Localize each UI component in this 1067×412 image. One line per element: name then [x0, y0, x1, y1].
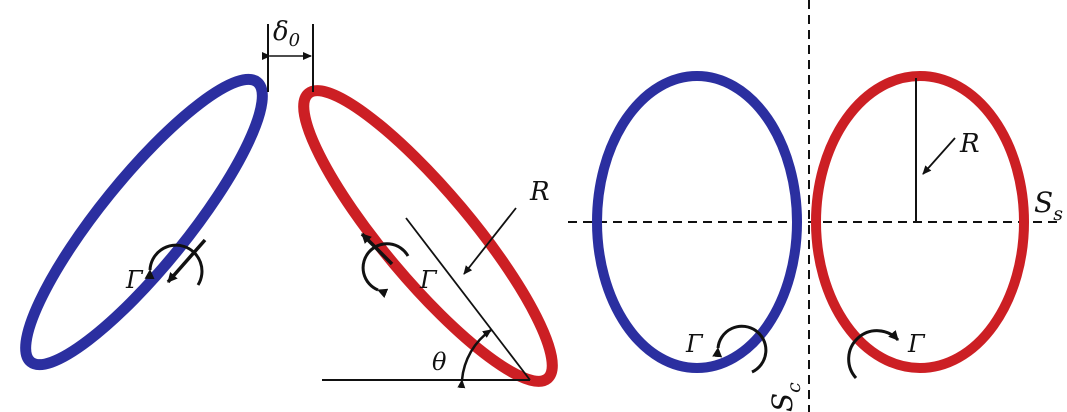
red-rotation-arrow — [361, 242, 410, 299]
gamma-label-blue-right: Γ — [685, 330, 704, 358]
gamma-label-red: Γ — [419, 266, 438, 294]
right-panel: R Ss Sc Γ Γ — [568, 0, 1063, 412]
radius-pointer-right — [922, 137, 956, 175]
Sc-label: Sc — [766, 382, 805, 412]
blue-ring-right — [592, 71, 802, 373]
blue-ring-left — [20, 73, 268, 371]
blue-velocity-arrow — [166, 238, 207, 284]
delta-label: δ0 — [273, 17, 300, 51]
R-label-right: R — [959, 129, 980, 159]
blue-rotation-arrow — [144, 243, 204, 286]
red-rotation-arrow-right — [847, 329, 900, 380]
gamma-label-red-right: Γ — [907, 330, 926, 358]
red-ring-left — [298, 85, 558, 387]
theta-arc — [457, 328, 492, 389]
theta-label: θ — [432, 348, 447, 376]
red-velocity-arrow — [360, 232, 394, 266]
left-panel: δ0 Γ Γ R θ — [20, 17, 558, 389]
radius-pointer-left — [463, 207, 517, 275]
gamma-label-blue: Γ — [125, 266, 144, 294]
blue-rotation-arrow-right — [712, 324, 768, 374]
Ss-label: Ss — [1034, 186, 1063, 225]
red-ring-right — [811, 71, 1029, 373]
radius-line-left — [405, 217, 531, 381]
R-label-left: R — [529, 177, 550, 207]
